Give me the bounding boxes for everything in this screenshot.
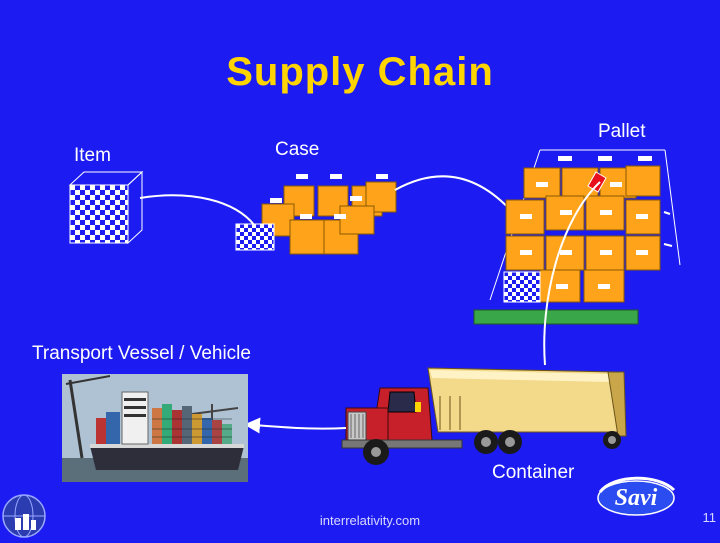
vessel-photo [62, 374, 248, 482]
globe-logo-icon [2, 494, 46, 543]
truck-icon [341, 367, 627, 465]
savi-logo-text: Savi [615, 485, 658, 511]
label-case: Case [275, 139, 320, 160]
pallet-icon [473, 149, 681, 325]
connector-pallet-to-container [543, 181, 601, 366]
connector-item-to-case [139, 194, 256, 227]
label-transport-vessel: Transport Vessel / Vehicle [32, 343, 251, 364]
label-pallet: Pallet [598, 121, 646, 142]
connector-case-to-pallet [394, 175, 516, 216]
item-cube-icon [68, 170, 144, 245]
case-boxes-icon [235, 174, 397, 255]
label-item: Item [74, 145, 111, 166]
savi-logo: Savi [594, 472, 678, 523]
label-container: Container [492, 462, 575, 483]
footer-website: interrelativity.com [319, 513, 421, 528]
connector-container-to-vessel [244, 417, 347, 434]
slide-title: Supply Chain [226, 50, 494, 94]
slide-page-number: 11 [702, 510, 717, 525]
